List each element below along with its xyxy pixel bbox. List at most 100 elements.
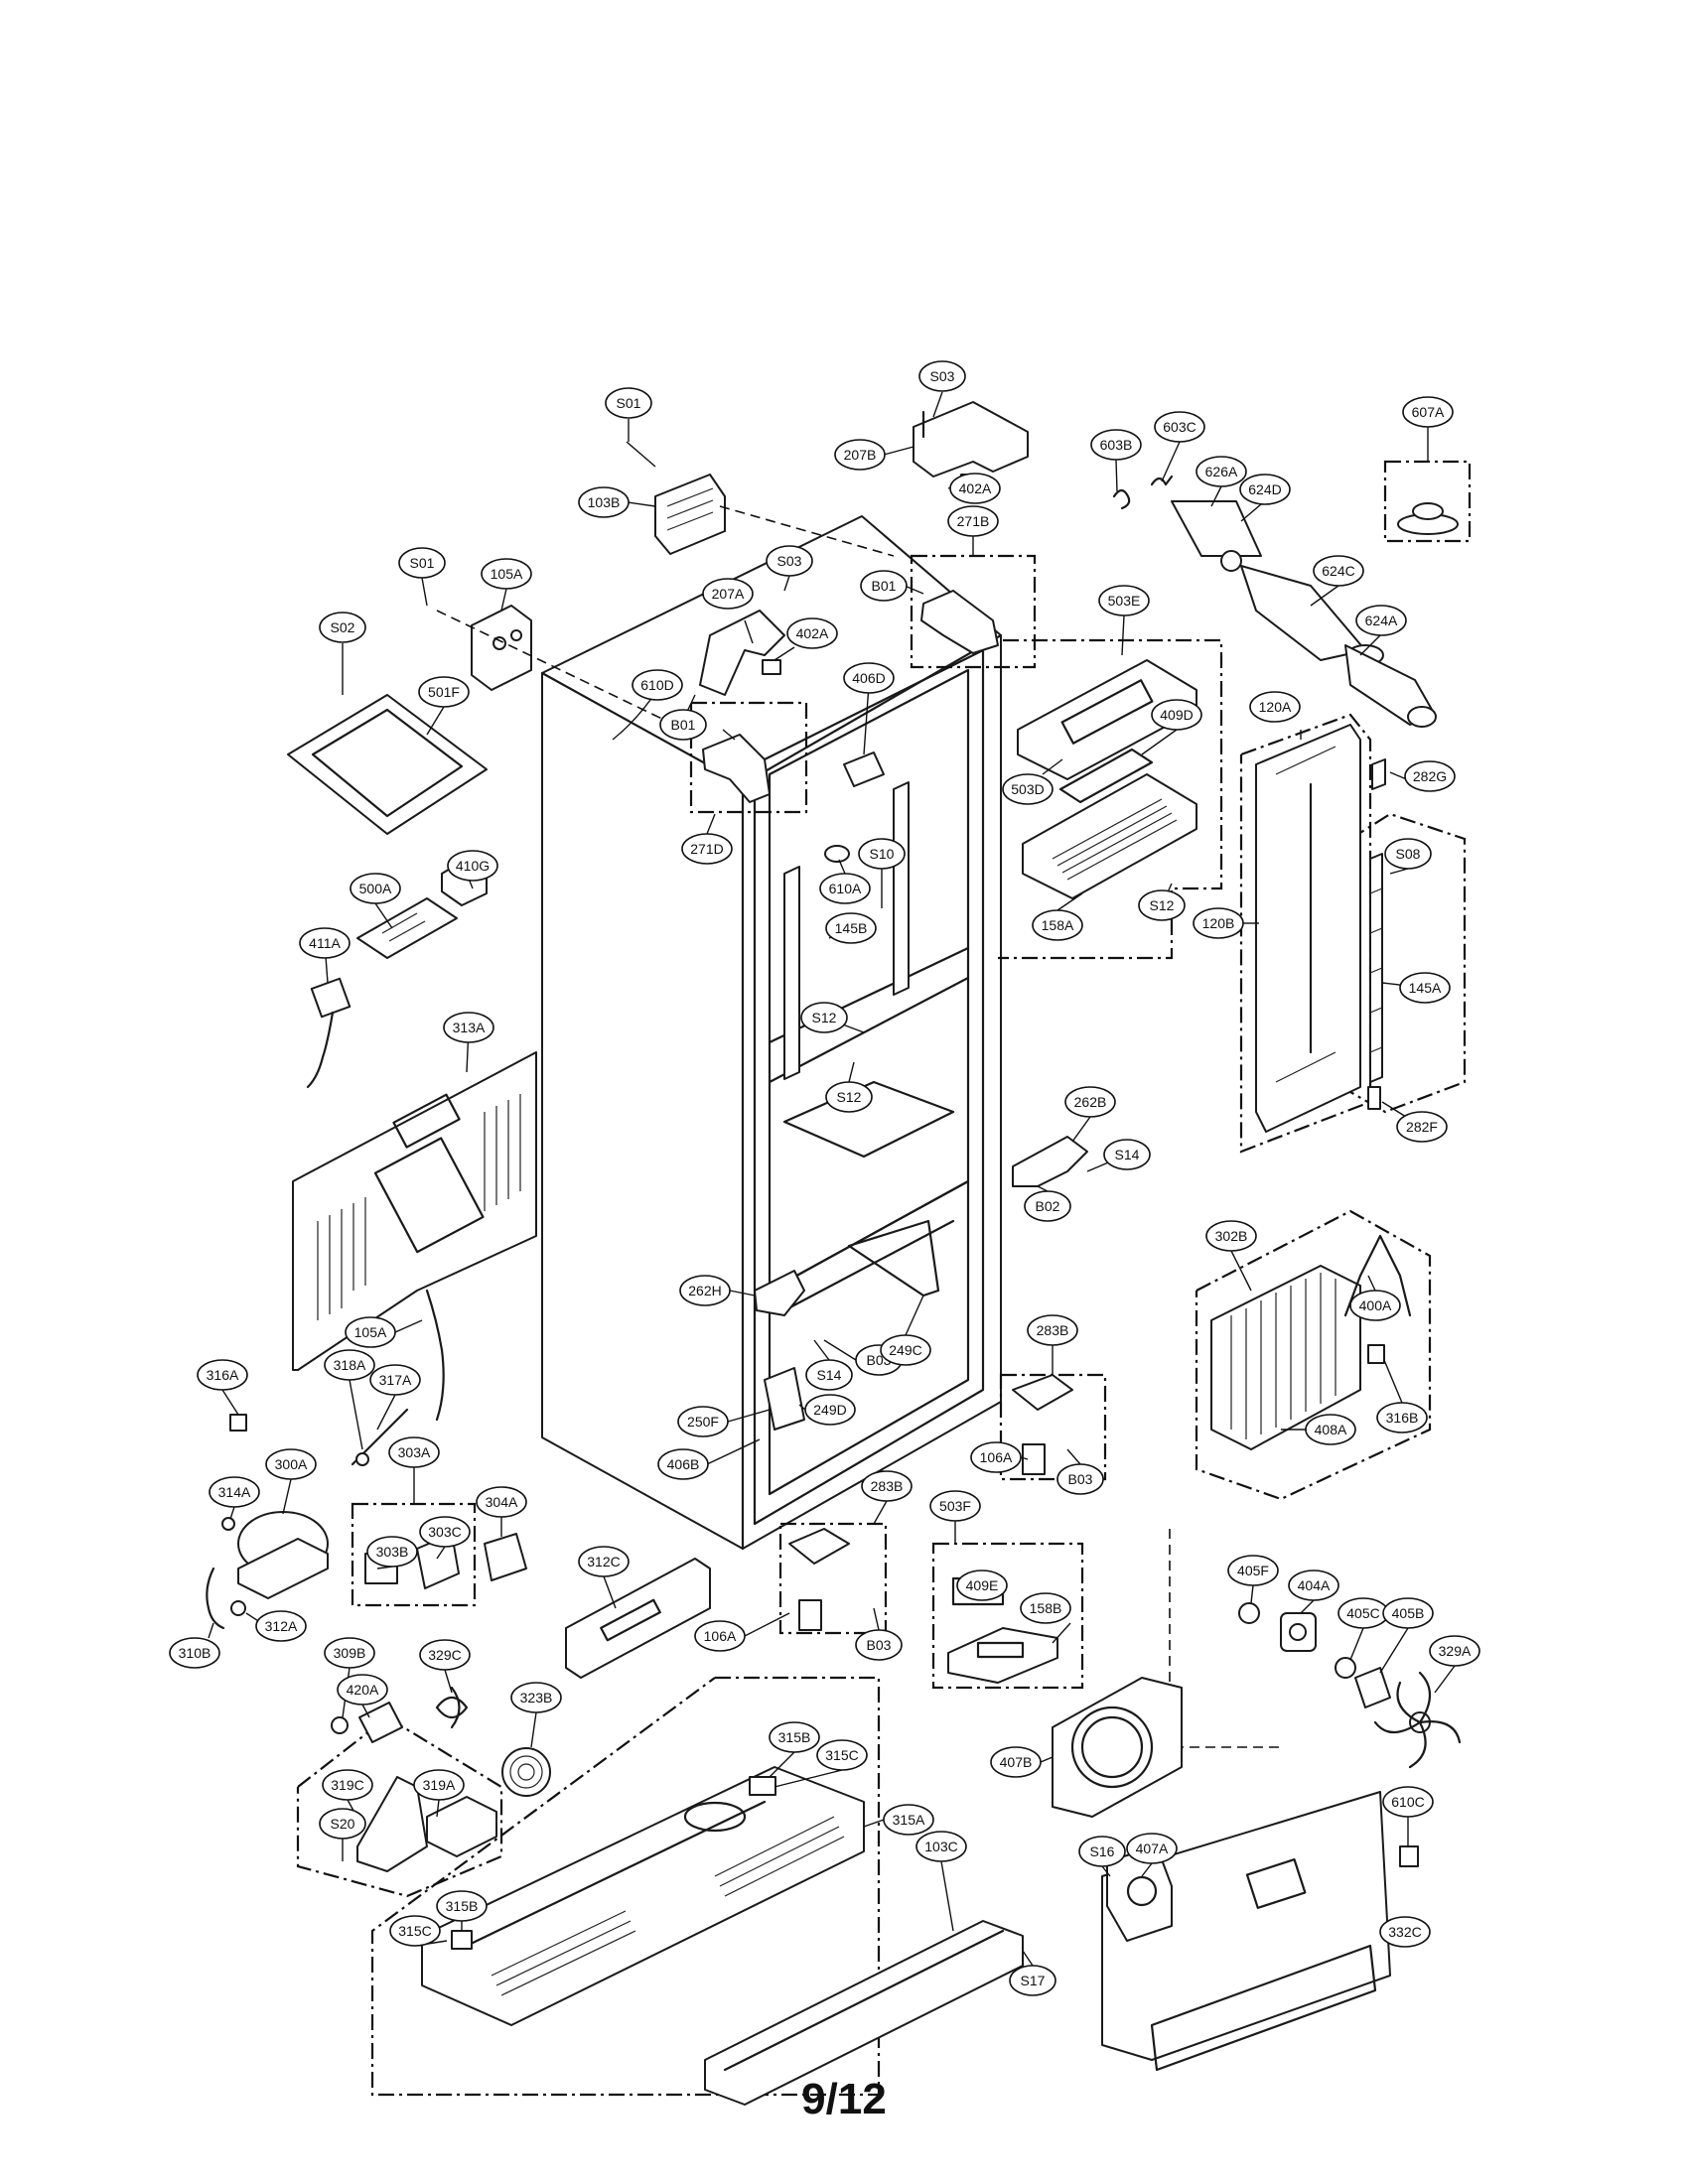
- callout-249D: 249D: [804, 1394, 856, 1426]
- svg-text:158A: 158A: [1042, 917, 1074, 933]
- svg-text:315A: 315A: [893, 1812, 925, 1828]
- callout-S03-b: S03: [766, 545, 813, 577]
- part-406D: [843, 751, 885, 787]
- callout-319C: 319C: [322, 1769, 373, 1801]
- callout-503D: 503D: [1002, 773, 1054, 805]
- callout-145A: 145A: [1399, 972, 1451, 1004]
- callout-103B: 103B: [578, 486, 630, 518]
- leader-lines: [208, 391, 1456, 1967]
- part-420A: [358, 1702, 403, 1743]
- callout-283B-b: 283B: [861, 1470, 913, 1502]
- callout-S17: S17: [1009, 1965, 1056, 1996]
- callout-402A-b: 402A: [786, 617, 838, 649]
- svg-text:312C: 312C: [587, 1554, 620, 1570]
- callout-310B: 310B: [169, 1637, 220, 1669]
- part-106A-upper: [1012, 1374, 1073, 1475]
- svg-text:405C: 405C: [1346, 1605, 1379, 1621]
- svg-text:120B: 120B: [1202, 915, 1235, 931]
- group-283B-lower: [778, 1522, 888, 1635]
- callout-610C: 610C: [1382, 1786, 1434, 1818]
- svg-text:249D: 249D: [813, 1402, 846, 1418]
- part-501F: [287, 694, 488, 835]
- svg-text:120A: 120A: [1259, 699, 1292, 715]
- svg-text:319C: 319C: [331, 1777, 363, 1793]
- svg-text:315B: 315B: [778, 1729, 811, 1745]
- callout-158B: 158B: [1020, 1592, 1071, 1624]
- svg-text:309B: 309B: [334, 1645, 366, 1661]
- part-145B: [893, 781, 910, 996]
- svg-text:313A: 313A: [453, 1020, 486, 1035]
- callout-S02: S02: [319, 612, 366, 643]
- svg-text:315C: 315C: [825, 1747, 858, 1763]
- svg-text:624A: 624A: [1365, 613, 1398, 628]
- part-315A: [421, 1766, 865, 2026]
- part-105A-tube: [425, 1289, 445, 1422]
- callout-158A: 158A: [1032, 909, 1083, 941]
- part-106A-lower: [788, 1528, 850, 1631]
- svg-text:105A: 105A: [491, 566, 523, 582]
- svg-text:S14: S14: [817, 1367, 842, 1383]
- callout-603C: 603C: [1154, 411, 1205, 443]
- callout-317A: 317A: [369, 1364, 421, 1396]
- part-402A: [762, 659, 781, 675]
- svg-text:610D: 610D: [640, 677, 673, 693]
- part-405F: [1238, 1602, 1260, 1624]
- callout-315A: 315A: [883, 1804, 934, 1836]
- callout-B01-b: B01: [659, 709, 707, 741]
- callout-406D: 406D: [843, 662, 895, 694]
- svg-text:626A: 626A: [1205, 464, 1238, 479]
- callout-314A: 314A: [209, 1476, 260, 1508]
- svg-text:302B: 302B: [1215, 1228, 1248, 1244]
- svg-text:303A: 303A: [398, 1444, 431, 1460]
- svg-text:500A: 500A: [359, 881, 392, 896]
- svg-text:B02: B02: [1036, 1198, 1060, 1214]
- callout-318A: 318A: [324, 1349, 375, 1381]
- callout-303C: 303C: [419, 1516, 471, 1548]
- svg-text:405B: 405B: [1392, 1605, 1425, 1621]
- part-407B: [1052, 1677, 1183, 1818]
- callout-406B: 406B: [657, 1448, 709, 1480]
- svg-text:503D: 503D: [1011, 781, 1044, 797]
- part-249C: [847, 1219, 940, 1297]
- svg-text:329A: 329A: [1439, 1643, 1472, 1659]
- callout-262H: 262H: [679, 1275, 731, 1306]
- svg-text:317A: 317A: [379, 1372, 412, 1388]
- callout-120B: 120B: [1193, 907, 1244, 939]
- svg-text:B03: B03: [867, 1637, 892, 1653]
- part-158A: [1022, 773, 1197, 899]
- part-624-tube: [1171, 500, 1437, 728]
- callout-145B: 145B: [825, 912, 877, 944]
- svg-text:406B: 406B: [667, 1456, 700, 1472]
- svg-text:S01: S01: [617, 395, 641, 411]
- callout-313A: 313A: [443, 1012, 494, 1043]
- svg-text:303B: 303B: [376, 1544, 409, 1560]
- svg-text:405F: 405F: [1237, 1563, 1269, 1578]
- cabinet-body: [540, 515, 1003, 1551]
- svg-text:610A: 610A: [829, 881, 862, 896]
- part-262H: [754, 1270, 805, 1316]
- svg-text:624D: 624D: [1248, 481, 1281, 497]
- callout-120A: 120A: [1249, 691, 1301, 723]
- svg-text:329C: 329C: [428, 1647, 461, 1663]
- svg-text:603C: 603C: [1163, 419, 1196, 435]
- part-323B: [501, 1747, 551, 1797]
- part-314A: [221, 1517, 235, 1531]
- svg-text:S20: S20: [331, 1816, 355, 1832]
- svg-text:407B: 407B: [1000, 1754, 1033, 1770]
- callout-106A-b: 106A: [694, 1620, 746, 1652]
- callout-624A: 624A: [1355, 605, 1407, 636]
- svg-text:314A: 314A: [218, 1484, 251, 1500]
- callout-332C: 332C: [1379, 1916, 1431, 1948]
- part-103B: [654, 474, 726, 555]
- part-145A: [1369, 853, 1383, 1083]
- part-500A: [356, 897, 458, 959]
- callout-300A: 300A: [265, 1448, 317, 1480]
- callout-405C: 405C: [1337, 1597, 1389, 1629]
- part-145B-left: [783, 866, 800, 1080]
- svg-text:271B: 271B: [957, 513, 990, 529]
- part-120A: [1255, 724, 1361, 1133]
- callout-405B: 405B: [1382, 1597, 1434, 1629]
- part-282G: [1371, 758, 1386, 790]
- svg-text:404A: 404A: [1298, 1577, 1331, 1593]
